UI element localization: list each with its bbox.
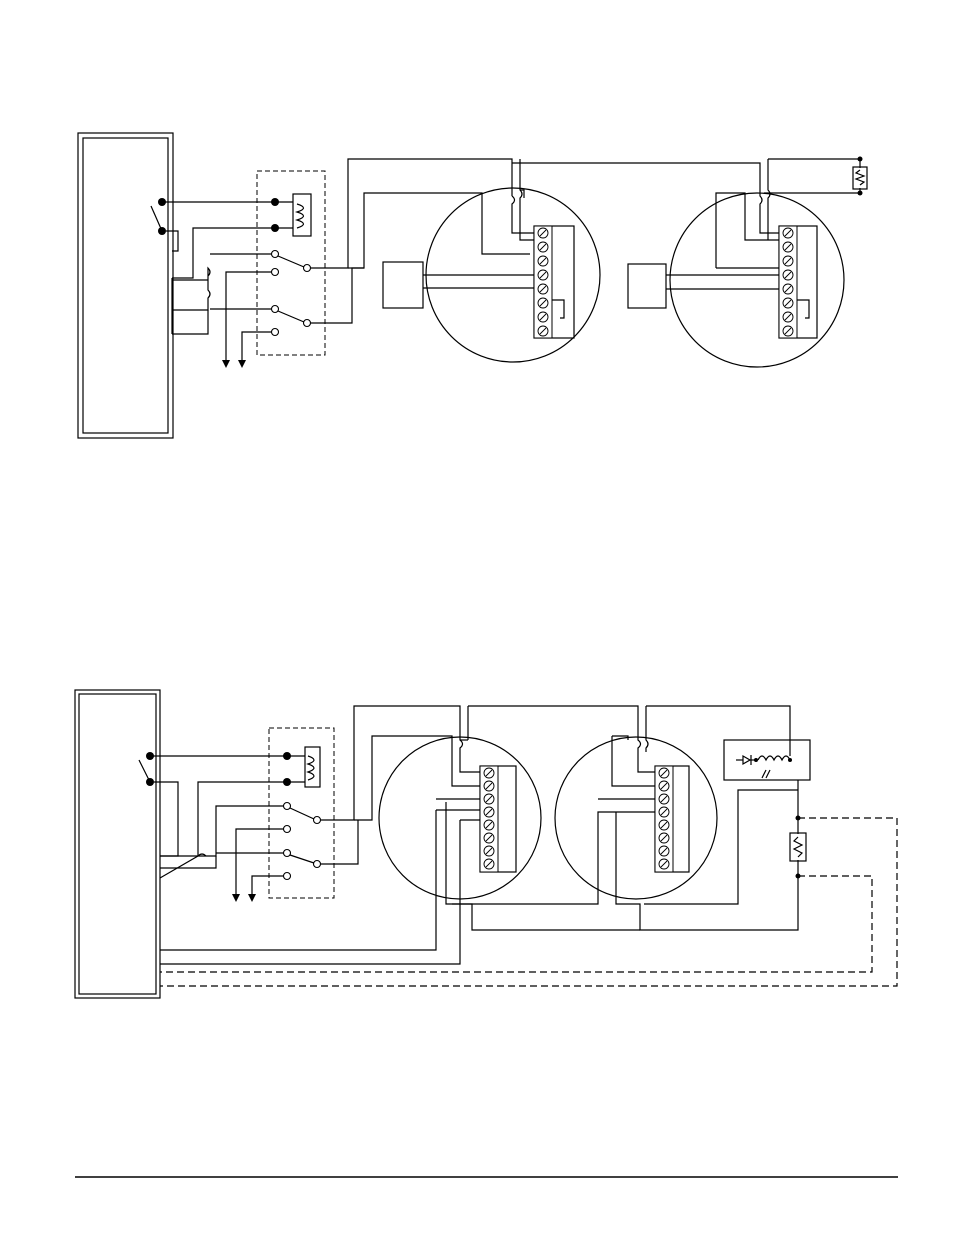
terminal-strip-1-bottom bbox=[480, 766, 498, 872]
terminal-strip-1-top bbox=[534, 226, 552, 338]
control-panel-bottom bbox=[75, 690, 160, 998]
diagram-bottom bbox=[75, 690, 897, 998]
panel-contact-bottom bbox=[139, 752, 154, 786]
remote-device-2-top bbox=[628, 264, 666, 308]
panel-contact-top bbox=[151, 198, 166, 235]
relay-module-bottom bbox=[269, 728, 334, 898]
detector-2-top bbox=[628, 193, 844, 367]
diagram-top bbox=[78, 133, 867, 438]
relay-module-top bbox=[257, 171, 325, 355]
terminal-strip-2-top bbox=[779, 226, 797, 338]
detector-1-top bbox=[383, 188, 600, 362]
control-panel-top bbox=[78, 133, 173, 438]
remote-device-1-top bbox=[383, 262, 423, 308]
terminal-strip-2-bottom bbox=[655, 766, 673, 872]
detector-2-bottom bbox=[555, 737, 717, 899]
eol-relay-module-bottom bbox=[724, 740, 810, 780]
